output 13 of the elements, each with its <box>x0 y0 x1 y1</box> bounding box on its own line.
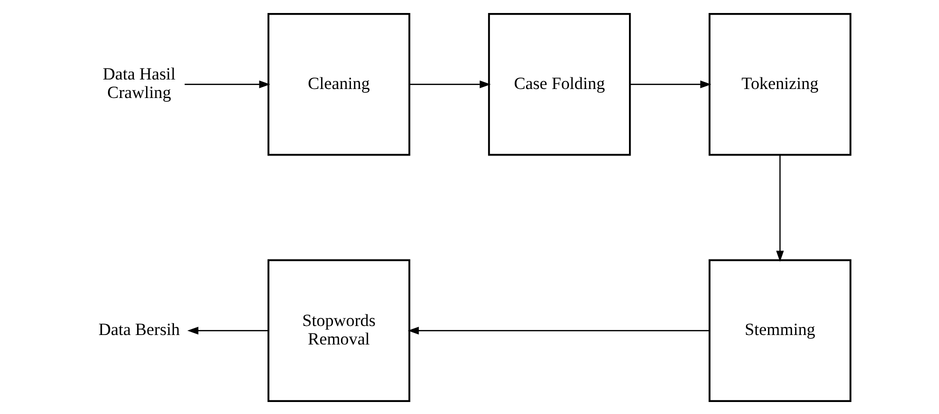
arrow <box>407 326 709 334</box>
node-box: Cleaning <box>267 12 410 156</box>
arrow <box>776 154 784 262</box>
arrow <box>184 80 270 88</box>
node-box: Stopwords Removal <box>267 258 410 402</box>
node-box: Case Folding <box>488 12 630 156</box>
arrow <box>409 80 490 88</box>
node-text: Data Bersih <box>98 320 180 339</box>
node-box: Tokenizing <box>708 12 851 156</box>
node-text: Data Hasil Crawling <box>102 64 176 102</box>
arrow <box>186 326 268 334</box>
arrow <box>630 80 711 88</box>
node-box: Stemming <box>708 258 851 402</box>
